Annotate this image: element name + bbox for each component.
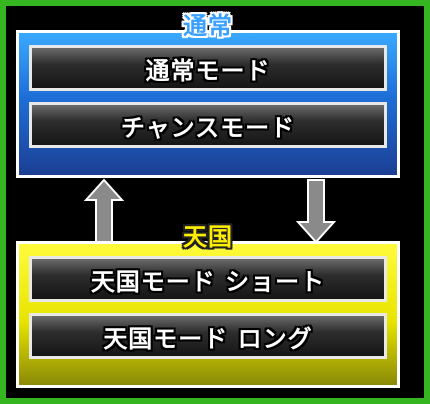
heaven-short-mode-box: 天国モード ショート	[29, 256, 387, 302]
heaven-long-mode-label: 天国モード ロング	[103, 324, 313, 353]
normal-mode-label: 通常モード	[145, 56, 271, 85]
heaven-long-mode-box: 天国モード ロング	[29, 313, 387, 359]
chance-mode-box: チャンスモード	[29, 102, 387, 148]
normal-mode-box: 通常モード	[29, 45, 387, 91]
down-arrow-icon	[296, 179, 336, 244]
normal-panel: 通常 通常モード チャンスモード	[16, 12, 400, 178]
normal-panel-title: 通常	[183, 12, 233, 40]
chance-mode-label: チャンスモード	[120, 113, 296, 142]
diagram-frame: 通常 通常モード チャンスモード 天国 天国モード ショート 天国モード ロング	[6, 6, 424, 398]
heaven-short-mode-label: 天国モード ショート	[90, 267, 326, 296]
heaven-panel-title: 天国	[183, 223, 233, 251]
heaven-panel: 天国 天国モード ショート 天国モード ロング	[16, 223, 400, 388]
